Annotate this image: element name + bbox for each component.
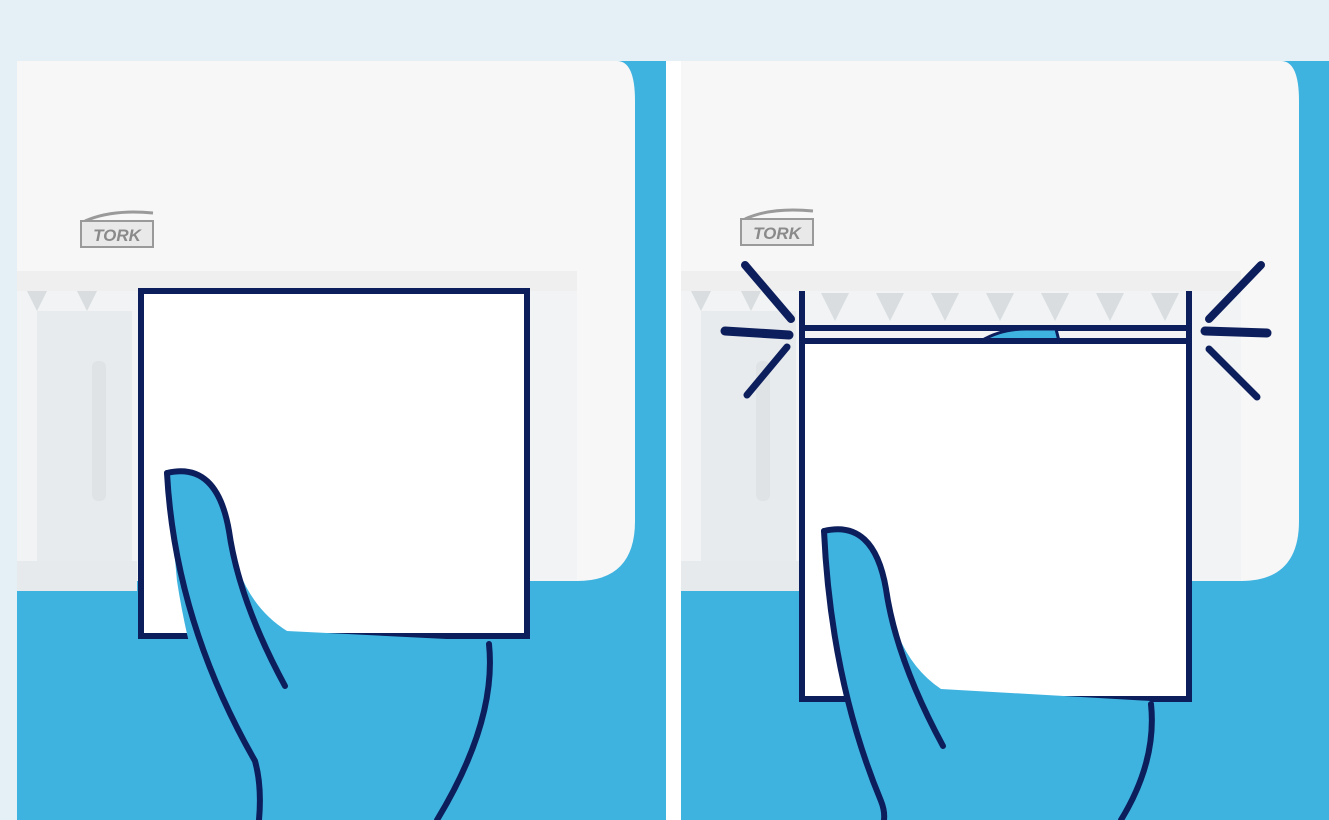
brand-logo-text: TORK (93, 226, 143, 245)
illustration-panel-pull: TORK (17, 61, 666, 820)
panel-divider (666, 61, 681, 820)
tear-paper-illustration: TORK (681, 61, 1329, 820)
pull-paper-illustration: TORK (17, 61, 666, 820)
illustration-panel-tear: TORK (681, 61, 1329, 820)
brand-logo-text: TORK (753, 224, 803, 243)
